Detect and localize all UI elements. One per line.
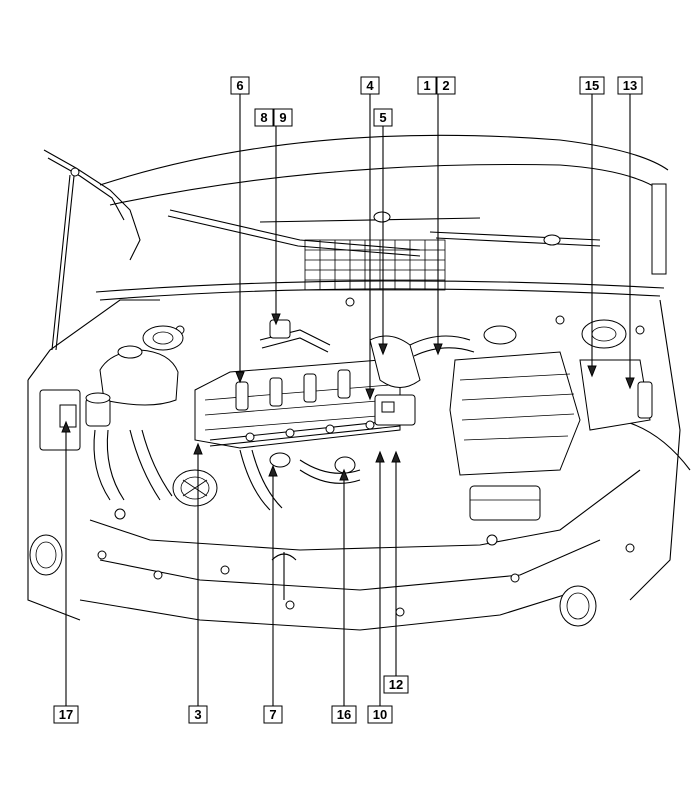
callout-5: 5 (373, 108, 393, 127)
callout-label-6: 6 (236, 78, 243, 93)
callout-7: 7 (263, 705, 283, 724)
callout-16: 16 (331, 705, 357, 724)
cowl-grille (304, 239, 446, 291)
callout-label-12: 12 (389, 677, 403, 692)
callout-6: 6 (230, 76, 250, 95)
callout-13: 13 (617, 76, 643, 95)
callout-17: 17 (53, 705, 79, 724)
body-frame (27, 297, 691, 631)
callout-2: 2 (436, 76, 456, 95)
leader-lines (61, 86, 635, 710)
callout-10: 10 (367, 705, 393, 724)
callout-label-5: 5 (379, 110, 386, 125)
callout-label-16: 16 (337, 707, 351, 722)
callout-label-4: 4 (366, 78, 374, 93)
callout-15: 15 (579, 76, 605, 95)
hood-and-windshield (43, 134, 669, 351)
callout-4: 4 (360, 76, 380, 95)
callout-label-2: 2 (442, 78, 449, 93)
callout-1: 1 (417, 76, 437, 95)
callout-label-13: 13 (623, 78, 637, 93)
callout-label-1: 1 (423, 78, 430, 93)
injectors (235, 369, 351, 411)
callout-12: 12 (383, 675, 409, 694)
callout-label-10: 10 (373, 707, 387, 722)
callout-3: 3 (188, 705, 208, 724)
callout-label-9: 9 (279, 110, 286, 125)
callout-8: 8 (254, 108, 274, 127)
callout-label-3: 3 (194, 707, 201, 722)
left-components (39, 325, 218, 507)
callout-9: 9 (273, 108, 293, 127)
callout-label-17: 17 (59, 707, 73, 722)
callout-label-15: 15 (585, 78, 599, 93)
callout-label-7: 7 (269, 707, 276, 722)
callout-label-8: 8 (260, 110, 267, 125)
engine (194, 319, 653, 600)
